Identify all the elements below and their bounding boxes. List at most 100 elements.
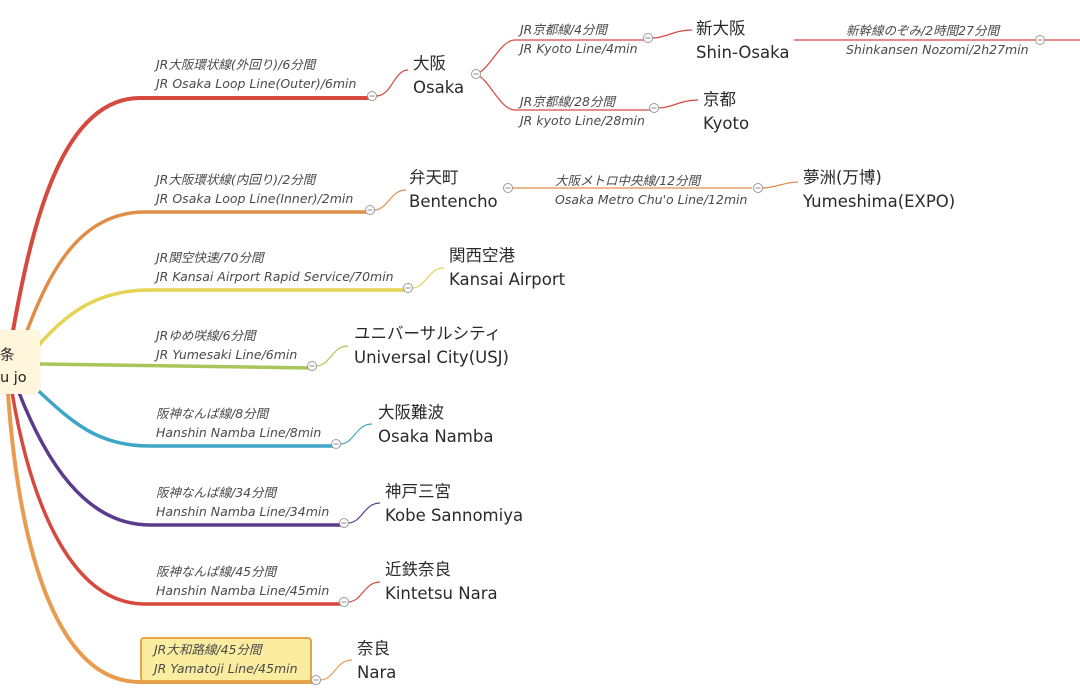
collapse-toggle-bentencho[interactable] xyxy=(365,205,375,215)
station-name-en: Kyoto xyxy=(703,114,750,133)
station-name-ja: 神戸三宮 xyxy=(385,482,451,501)
node-kansai-airport[interactable]: 関西空港 Kansai Airport xyxy=(449,244,565,292)
node-kyoto[interactable]: 京都 Kyoto xyxy=(703,88,749,136)
line-label-ja: JRゆめ咲線/6分間 xyxy=(156,328,256,343)
collapse-toggle-osaka[interactable] xyxy=(367,91,377,101)
node-nara[interactable]: 奈良 Nara xyxy=(357,637,396,685)
station-name-ja: 近鉄奈良 xyxy=(385,560,451,579)
edge-label-bentencho[interactable]: JR大阪環状線(内回り)/2分間 JR Osaka Loop Line(Inne… xyxy=(156,170,353,208)
node-osaka-namba[interactable]: 大阪難波 Osaka Namba xyxy=(378,401,493,449)
collapse-toggle-kansai[interactable] xyxy=(403,283,413,293)
station-name-en: Universal City(USJ) xyxy=(354,348,509,367)
edge-label-namba[interactable]: 阪神なんば線/8分間 Hanshin Namba Line/8min xyxy=(156,404,321,442)
collapse-toggle-nara[interactable] xyxy=(311,675,321,685)
branch-namba xyxy=(30,383,336,448)
station-name-en: Kintetsu Nara xyxy=(385,584,498,603)
line-label-en: JR Osaka Loop Line(Outer)/6min xyxy=(156,76,357,91)
edge-label-osaka[interactable]: JR大阪環状線(外回り)/6分間 JR Osaka Loop Line(Oute… xyxy=(156,55,356,93)
node-osaka[interactable]: 大阪 Osaka xyxy=(413,52,464,100)
root-label-ja: 条 xyxy=(0,348,15,364)
line-label-ja: 阪神なんば線/45分間 xyxy=(156,564,277,579)
line-label-ja: 阪神なんば線/8分間 xyxy=(156,406,269,421)
station-name-ja: 大阪難波 xyxy=(378,403,444,422)
line-label-en: Hanshin Namba Line/8min xyxy=(156,425,322,440)
collapse-toggle-shinkansen[interactable] xyxy=(1035,35,1045,45)
collapse-toggle-kyoto[interactable] xyxy=(649,103,659,113)
edge-label-shinkansen[interactable]: 新幹線のぞみ/2時間27分間 Shinkansen Nozomi/2h27min xyxy=(846,21,1029,59)
collapse-toggle-bentencho-children[interactable] xyxy=(503,183,513,193)
root-node-kujo[interactable]: 条 ku jo xyxy=(0,330,40,394)
collapse-toggle-namba[interactable] xyxy=(331,439,341,449)
edge-label-yumeshima[interactable]: 大阪メトロ中央線/12分間 Osaka Metro Chu'o Line/12m… xyxy=(555,171,747,209)
collapse-toggle-shin-osaka[interactable] xyxy=(643,33,653,43)
collapse-toggle-yumeshima[interactable] xyxy=(753,183,763,193)
node-yumeshima[interactable]: 夢洲(万博) Yumeshima(EXPO) xyxy=(803,166,955,214)
connector-yumeshima xyxy=(761,181,799,189)
line-label-en: JR Yumesaki Line/6min xyxy=(156,347,298,362)
branch-universal xyxy=(39,362,313,370)
station-name-en: Bentencho xyxy=(409,192,498,211)
connector-universal xyxy=(315,345,349,367)
connector-nara xyxy=(319,659,353,681)
line-label-en: Shinkansen Nozomi/2h27min xyxy=(846,42,1029,57)
line-label-en: JR Osaka Loop Line(Inner)/2min xyxy=(156,191,354,206)
line-label-ja: JR大和路線/45分間 xyxy=(154,642,262,657)
line-label-ja: JR大阪環状線(外回り)/6分間 xyxy=(156,57,316,72)
station-name-en: Osaka Namba xyxy=(378,427,494,446)
line-label-en: Hanshin Namba Line/34min xyxy=(156,504,330,519)
station-name-en: Osaka xyxy=(413,78,465,97)
edge-label-kobe[interactable]: 阪神なんば線/34分間 Hanshin Namba Line/34min xyxy=(156,483,329,521)
station-name-ja: 京都 xyxy=(703,90,736,109)
connector-osaka xyxy=(375,69,409,97)
branch-nara xyxy=(6,393,316,684)
line-label-en: JR Yamatoji Line/45min xyxy=(154,661,298,676)
node-shin-osaka[interactable]: 新大阪 Shin-Osaka xyxy=(696,17,789,65)
branch-kintetsu xyxy=(10,391,344,606)
station-name-ja: 奈良 xyxy=(357,639,390,658)
line-label-en: JR Kansai Airport Rapid Service/70min xyxy=(156,269,394,284)
node-universal-city[interactable]: ユニバーサルシティ Universal City(USJ) xyxy=(354,322,509,370)
branch-osaka xyxy=(8,96,372,349)
station-name-ja: ユニバーサルシティ xyxy=(354,324,502,343)
line-label-en: Hanshin Namba Line/45min xyxy=(156,583,330,598)
station-name-en: Kansai Airport xyxy=(449,270,566,289)
line-label-ja: JR京都線/28分間 xyxy=(520,94,615,109)
station-name-en: Shin-Osaka xyxy=(696,43,790,62)
line-label-en: JR Kyoto Line/4min xyxy=(520,41,638,56)
station-name-ja: 弁天町 xyxy=(409,168,459,187)
station-name-ja: 関西空港 xyxy=(449,246,515,265)
line-label-ja: JR大阪環状線(内回り)/2分間 xyxy=(156,172,316,187)
station-name-ja: 大阪 xyxy=(413,54,446,73)
collapse-toggle-universal[interactable] xyxy=(307,361,317,371)
branch-bentencho xyxy=(18,210,370,351)
node-bentencho[interactable]: 弁天町 Bentencho xyxy=(409,166,498,214)
station-name-en: Nara xyxy=(357,663,397,682)
connector-kintetsu xyxy=(347,581,381,603)
edge-label-kansai[interactable]: JR関空快速/70分間 JR Kansai Airport Rapid Serv… xyxy=(156,248,394,286)
connector-namba xyxy=(339,423,373,445)
line-label-ja: 阪神なんば線/34分間 xyxy=(156,485,277,500)
edge-label-nara-selected[interactable]: JR大和路線/45分間 JR Yamatoji Line/45min xyxy=(140,637,312,682)
collapse-toggle-osaka-children[interactable] xyxy=(471,69,481,79)
station-name-en: Yumeshima(EXPO) xyxy=(803,192,956,211)
edge-label-kyoto[interactable]: JR京都線/28分間 JR kyoto Line/28min xyxy=(520,92,645,130)
edge-label-kintetsu[interactable]: 阪神なんば線/45分間 Hanshin Namba Line/45min xyxy=(156,562,329,600)
connector-shin-osaka xyxy=(651,29,693,39)
edge-label-universal[interactable]: JRゆめ咲線/6分間 JR Yumesaki Line/6min xyxy=(156,326,297,364)
line-label-ja: JR京都線/4分間 xyxy=(520,22,608,37)
station-name-ja: 夢洲(万博) xyxy=(803,168,882,187)
edge-label-shin-osaka[interactable]: JR京都線/4分間 JR Kyoto Line/4min xyxy=(520,20,638,58)
node-kobe-sannomiya[interactable]: 神戸三宮 Kobe Sannomiya xyxy=(385,480,523,528)
connector-kyoto xyxy=(657,99,699,109)
line-label-en: JR kyoto Line/28min xyxy=(520,113,645,128)
branch-kansai xyxy=(28,288,408,357)
connector-kansai xyxy=(411,267,445,289)
collapse-toggle-kintetsu[interactable] xyxy=(339,597,349,607)
branch-kobe xyxy=(16,389,344,527)
line-label-ja: JR関空快速/70分間 xyxy=(156,250,264,265)
collapse-toggle-kobe[interactable] xyxy=(339,518,349,528)
node-kintetsu-nara[interactable]: 近鉄奈良 Kintetsu Nara xyxy=(385,558,498,606)
line-label-ja: 大阪メトロ中央線/12分間 xyxy=(555,173,701,188)
connector-kobe xyxy=(347,502,381,524)
